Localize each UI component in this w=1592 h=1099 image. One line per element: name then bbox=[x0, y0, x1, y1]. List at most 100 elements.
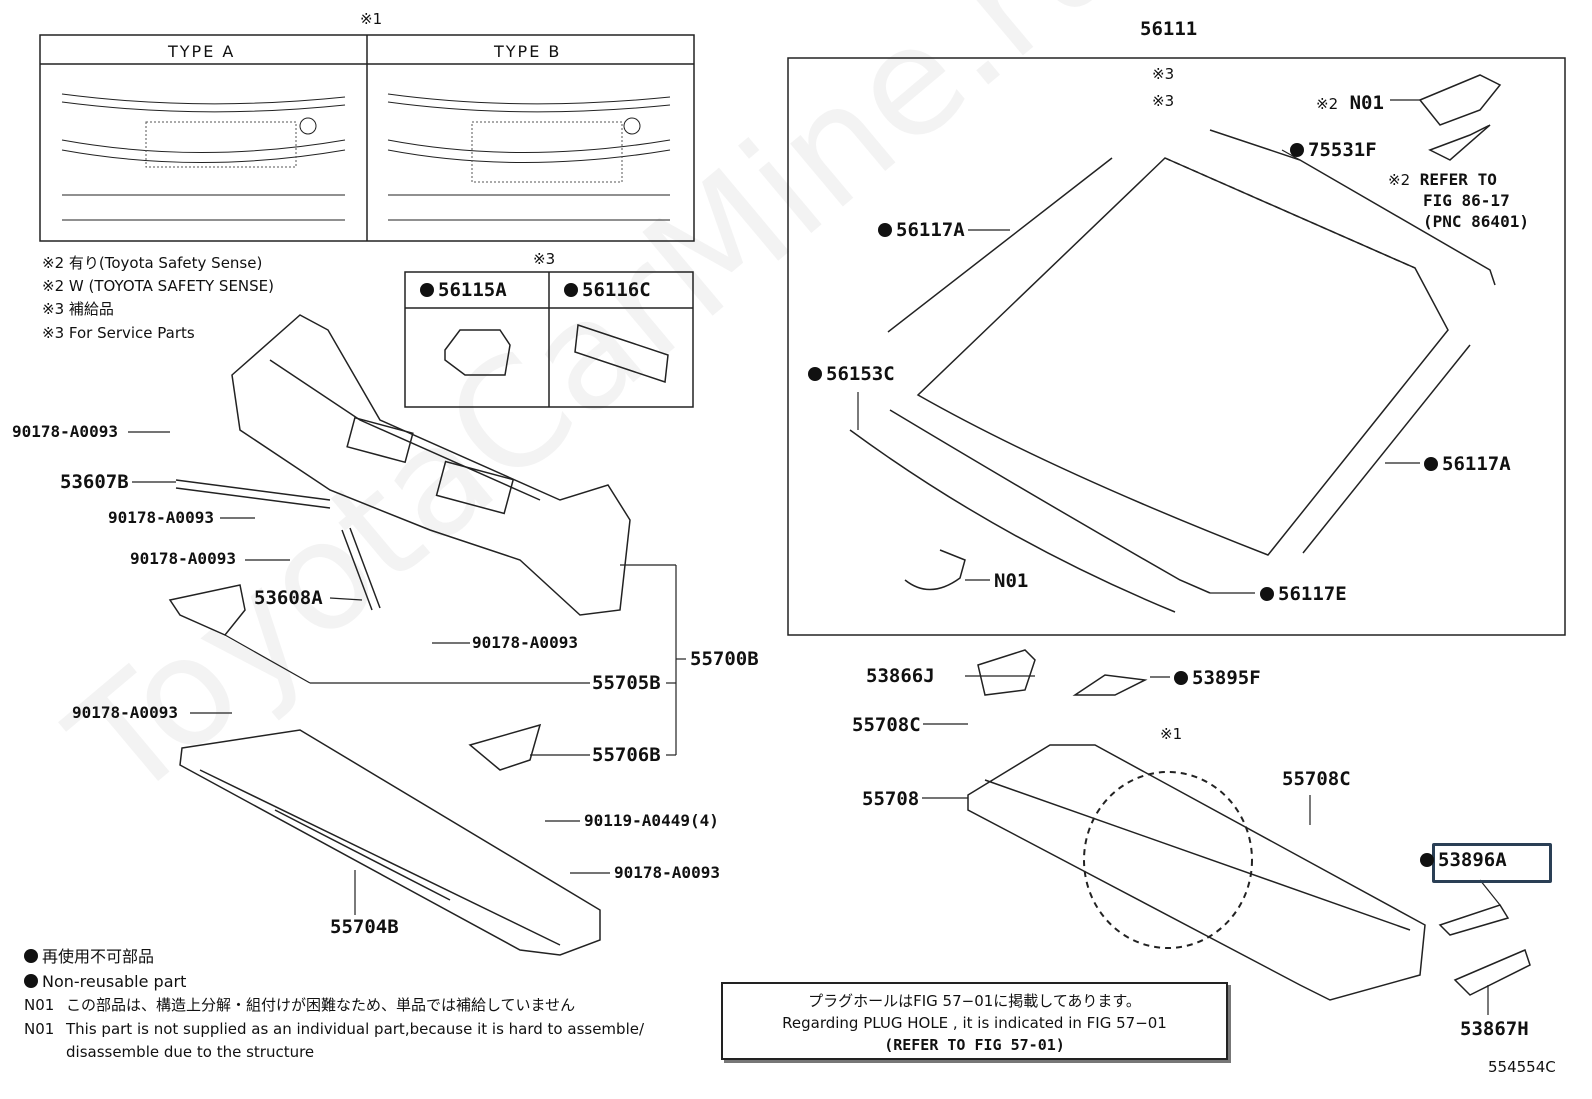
part-53896a-sketch bbox=[1438, 904, 1510, 936]
bracket-55706b-sketch bbox=[468, 723, 542, 771]
detail-circle-1 bbox=[1083, 771, 1253, 949]
figure-id: 554554C bbox=[1488, 1058, 1556, 1076]
molding-lower bbox=[889, 409, 1211, 594]
service-mark-b: ※3 bbox=[1152, 92, 1175, 110]
windshield-group-frame bbox=[787, 57, 1566, 636]
type-inset-frame bbox=[39, 34, 695, 242]
label-53607b: 53607B bbox=[60, 471, 129, 493]
refer-line-2: FIG 86-17 bbox=[1423, 191, 1510, 210]
detail-mark-1: ※1 bbox=[1160, 725, 1183, 743]
note-box-line-2: Regarding PLUG HOLE , it is indicated in… bbox=[782, 1014, 1167, 1032]
legend-n01-en-key: N01 bbox=[24, 1020, 55, 1038]
label-n01-mid: N01 bbox=[994, 570, 1029, 592]
non-reusable-dot-icon bbox=[1260, 587, 1274, 601]
part-53866j-sketch bbox=[977, 649, 1036, 696]
part-53895f-sketch bbox=[1072, 674, 1148, 696]
non-reusable-dot-icon bbox=[1174, 671, 1188, 685]
non-reusable-dot-icon bbox=[1424, 457, 1438, 471]
part-53867h-sketch bbox=[1453, 948, 1531, 996]
brace-53608a-sketch bbox=[341, 527, 381, 611]
label-75531f: 75531F bbox=[1290, 141, 1377, 160]
service-mark-a: ※3 bbox=[1152, 65, 1175, 83]
label-53896a-text[interactable]: 53896A bbox=[1438, 849, 1507, 871]
label-55708: 55708 bbox=[862, 788, 920, 810]
label-55708c-right: 55708C bbox=[1282, 768, 1351, 790]
legend-n01-en-1: This part is not supplied as an individu… bbox=[66, 1020, 645, 1038]
label-56117a-right: 56117A bbox=[1424, 455, 1511, 474]
molding-56153c bbox=[849, 429, 1176, 613]
molding-right bbox=[1302, 344, 1471, 554]
label-56117a-top: 56117A bbox=[878, 221, 965, 240]
label-56117e: 56117E bbox=[1260, 585, 1347, 604]
brace-53607b-sketch bbox=[175, 479, 331, 509]
label-90178-a0093-2: 90178-A0093 bbox=[108, 508, 214, 527]
label-55700b: 55700B bbox=[690, 648, 759, 670]
non-reusable-dot-icon bbox=[808, 367, 822, 381]
refer-to-text: REFER TO bbox=[1419, 170, 1497, 189]
legend-n01-jp: この部品は、構造上分解・組付けが困難なため、単品では補給していません bbox=[66, 996, 576, 1014]
molding-75531f bbox=[1209, 129, 1496, 286]
note-box-line-3: (REFER TO FIG 57-01) bbox=[884, 1036, 1065, 1054]
cowl-top-55708-sketch bbox=[967, 744, 1426, 1001]
non-reusable-dot-icon bbox=[1290, 143, 1304, 157]
molding-left bbox=[887, 157, 1113, 333]
legend-nonreuse-jp: 再使用不可部品 bbox=[24, 949, 154, 965]
label-55708c-left: 55708C bbox=[852, 714, 921, 736]
legend-n01-jp-key: N01 bbox=[24, 996, 55, 1014]
label-n01-top: ※2 N01 bbox=[1316, 94, 1384, 113]
bracket-55705b-sketch bbox=[168, 584, 246, 636]
label-56116c: 56116C bbox=[564, 281, 651, 300]
non-reusable-dot-icon bbox=[24, 949, 38, 963]
label-55705b: 55705B bbox=[592, 672, 661, 694]
type-b-header: TYPE B bbox=[494, 42, 562, 61]
service-box-mark: ※3 bbox=[533, 250, 556, 268]
label-90178-a0093-3: 90178-A0093 bbox=[130, 549, 236, 568]
note-line-4: ※3 For Service Parts bbox=[42, 324, 195, 342]
note-box-line-1: プラグホールはFIG 57−01に掲載してあります。 bbox=[808, 992, 1141, 1010]
selected-part-highlight[interactable] bbox=[1432, 843, 1552, 883]
legend-n01-en-2: disassemble due to the structure bbox=[66, 1043, 315, 1061]
cowl-panel-sketch bbox=[231, 314, 631, 616]
note-line-1: ※2 有り(Toyota Safety Sense) bbox=[42, 254, 263, 272]
type-a-header: TYPE A bbox=[168, 42, 236, 61]
label-90178-a0093-1: 90178-A0093 bbox=[12, 422, 118, 441]
refer-line-1: ※2 REFER TO bbox=[1388, 172, 1497, 188]
label-53866j: 53866J bbox=[866, 665, 935, 687]
type-a-sketch bbox=[61, 93, 346, 221]
clip-n01-sketch bbox=[904, 549, 966, 591]
plug-hole-note-box: プラグホールはFIG 57−01に掲載してあります。 Regarding PLU… bbox=[721, 982, 1228, 1060]
tss-mark-b: ※2 bbox=[1388, 171, 1411, 189]
non-reusable-dot-icon bbox=[564, 283, 578, 297]
n01-top-text: N01 bbox=[1349, 92, 1384, 114]
label-90178-a0093-5: 90178-A0093 bbox=[72, 703, 178, 722]
label-53867h: 53867H bbox=[1460, 1018, 1529, 1040]
non-reusable-dot-icon bbox=[878, 223, 892, 237]
label-55706b: 55706B bbox=[592, 744, 661, 766]
label-53895f: 53895F bbox=[1174, 669, 1261, 688]
legend-nonreuse-en: Non-reusable part bbox=[24, 974, 186, 990]
non-reusable-dot-icon bbox=[420, 283, 434, 297]
service-parts-frame bbox=[404, 271, 694, 408]
refer-line-3: (PNC 86401) bbox=[1423, 212, 1529, 231]
non-reusable-dot-icon bbox=[1420, 853, 1434, 867]
tss-mark-a: ※2 bbox=[1316, 95, 1339, 113]
label-90178-a0093-6: 90178-A0093 bbox=[614, 863, 720, 882]
label-56111: 56111 bbox=[1140, 18, 1198, 40]
bracket-n01-sketch bbox=[1418, 74, 1502, 126]
leader-lines bbox=[128, 99, 1501, 1015]
non-reusable-dot-icon bbox=[24, 974, 38, 988]
label-55704b: 55704B bbox=[330, 916, 399, 938]
lower-panel-55704b-sketch bbox=[179, 729, 601, 956]
note-line-2: ※2 W (TOYOTA SAFETY SENSE) bbox=[42, 277, 274, 295]
label-56153c: 56153C bbox=[808, 365, 895, 384]
label-56115a: 56115A bbox=[420, 281, 507, 300]
type-inset-mark: ※1 bbox=[360, 10, 383, 28]
label-53896a[interactable]: 53896A bbox=[1420, 851, 1507, 870]
label-53608a: 53608A bbox=[254, 587, 323, 609]
note-line-3: ※3 補給品 bbox=[42, 300, 114, 318]
label-90178-a0093-4: 90178-A0093 bbox=[472, 633, 578, 652]
label-90119-a0449: 90119-A0449(4) bbox=[584, 811, 719, 830]
type-b-sketch bbox=[387, 93, 671, 221]
windshield-glass-sketch bbox=[916, 157, 1449, 556]
